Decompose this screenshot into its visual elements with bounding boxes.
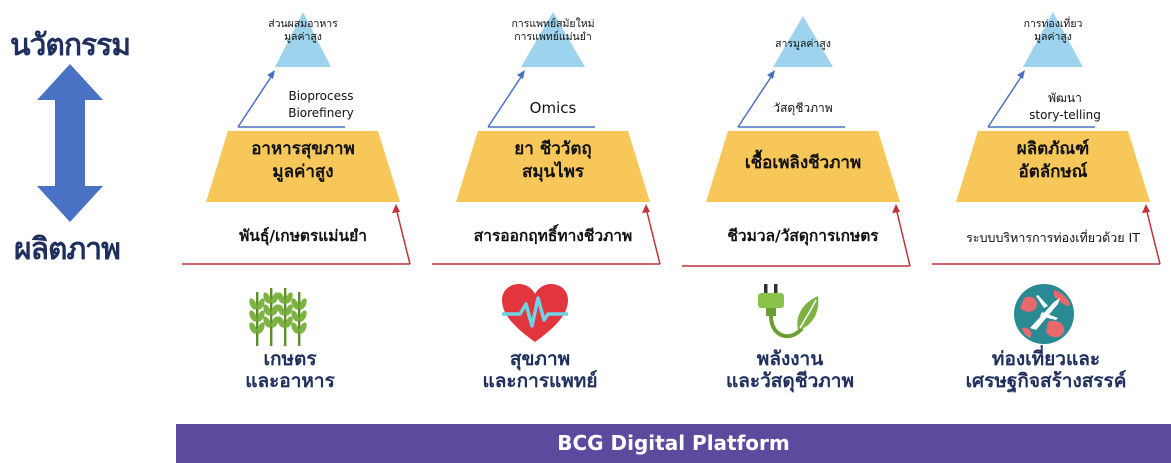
process-label: Bioprocess Biorefinery [288, 89, 354, 120]
plug-leaf-icon [758, 284, 819, 339]
apex-label: สารมูลค่าสูง [775, 38, 831, 50]
heartbeat-icon [502, 284, 568, 342]
base-label: พันธุ์/เกษตรแม่นยำ [239, 227, 367, 245]
productivity-axis-label: ผลิตภาพ [14, 232, 121, 267]
pyramid-energy: สารมูลค่าสูง วัสดุชีวภาพ เชื้อเพลิงชีวภา… [678, 0, 928, 280]
pyramid-shape [682, 16, 911, 267]
process-label: พัฒนา story-telling [1029, 91, 1101, 122]
pyramid-tourism: การท่องเที่ยว มูลค่าสูง พัฒนา story-tell… [928, 0, 1171, 280]
sector-label-tourism: ท่องเที่ยวและ เศรษฐกิจสร้างสรรค์ [965, 348, 1127, 392]
pyramid-shape [182, 12, 411, 265]
apex-label: การแพทย์สมัยใหม่ การแพทย์แม่นยำ [511, 18, 595, 43]
globe-plane-icon [1014, 284, 1074, 344]
apex-label: ส่วนผสมอาหาร มูลค่าสูง [268, 18, 338, 43]
process-label: Omics [529, 99, 577, 117]
sector-label-food: เกษตร และอาหาร [245, 348, 335, 392]
bcg-digital-platform-banner: BCG Digital Platform [176, 424, 1171, 463]
process-label: วัสดุชีวภาพ [773, 101, 833, 115]
base-label: ชีวมวล/วัสดุการเกษตร [727, 227, 879, 245]
double-arrow-icon [37, 64, 103, 222]
sector-label-energy: พลังงาน และวัสดุชีวภาพ [726, 348, 854, 392]
apex-label: การท่องเที่ยว มูลค่าสูง [1023, 18, 1083, 43]
band-label: อาหารสุขภาพ มูลค่าสูง [251, 139, 355, 182]
base-label: สารออกฤทธิ์ทางชีวภาพ [473, 227, 633, 245]
band-label: ผลิตภัณฑ์ อัตลักษณ์ [1016, 139, 1090, 182]
base-label: ระบบบริหารการท่องเที่ยวด้วย IT [966, 230, 1140, 245]
band-label: เชื้อเพลิงชีวภาพ [744, 153, 862, 173]
sector-label-health: สุขภาพ และการแพทย์ [482, 348, 598, 392]
pyramid-shape [932, 12, 1161, 265]
pyramid-health: การแพทย์สมัยใหม่ การแพทย์แม่นยำ Omics ยา… [428, 0, 678, 280]
wheat-icon [249, 288, 307, 346]
pyramid-food: ส่วนผสมอาหาร มูลค่าสูง Bioprocess Bioref… [178, 0, 428, 280]
innovation-axis-label: นวัตกรรม [10, 28, 131, 63]
band-label: ยา ชีววัตถุ สมุนไพร [514, 139, 592, 182]
pyramid-shape [432, 12, 661, 265]
